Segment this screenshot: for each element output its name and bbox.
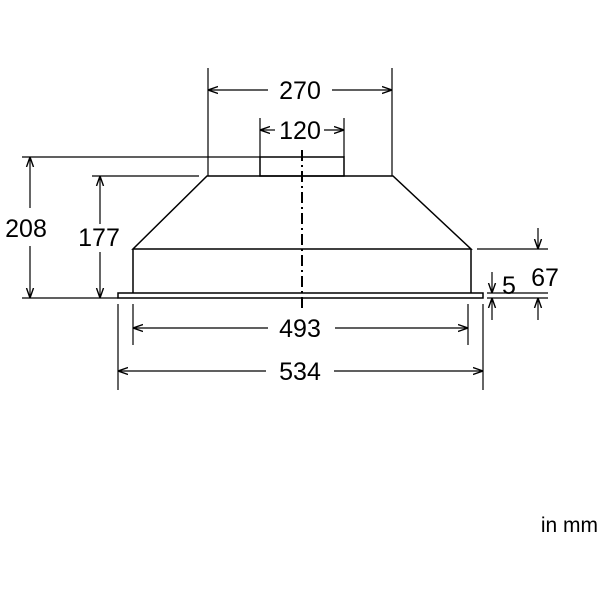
dim-label-120: 120 bbox=[279, 117, 321, 145]
dim-outer-width: 534 bbox=[117, 304, 484, 390]
dim-label-208: 208 bbox=[5, 215, 47, 243]
dim-label-67: 67 bbox=[531, 264, 559, 292]
dim-inner-width: 493 bbox=[132, 304, 469, 345]
dim-label-5: 5 bbox=[502, 272, 516, 300]
dim-label-270: 270 bbox=[279, 77, 321, 105]
dim-body-height: 177 bbox=[78, 175, 199, 298]
unit-note: in mm bbox=[541, 514, 598, 537]
dim-total-height: 208 bbox=[5, 156, 260, 299]
hood-lower-body bbox=[132, 249, 472, 293]
hood-flange bbox=[117, 292, 484, 299]
dim-label-534: 534 bbox=[279, 358, 321, 386]
dim-label-177: 177 bbox=[78, 224, 120, 252]
dim-outlet-width: 120 bbox=[259, 117, 345, 157]
dim-right-heights: 67 5 bbox=[477, 228, 559, 320]
dim-label-493: 493 bbox=[279, 315, 321, 343]
dim-top-width: 270 bbox=[207, 68, 393, 176]
hood-outline bbox=[117, 150, 484, 310]
